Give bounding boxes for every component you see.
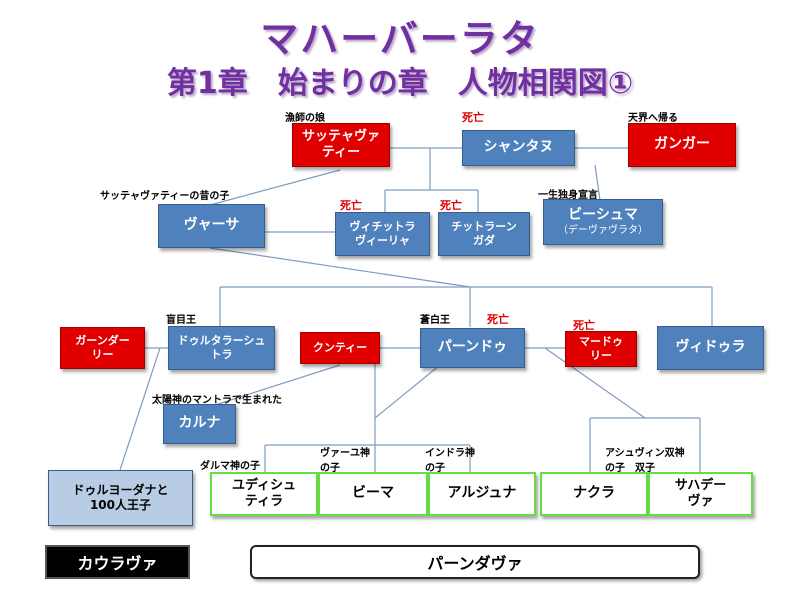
line-madri-twins (544, 347, 646, 419)
person-dhritarashtra-label: ドゥルタラーシュ トラ (177, 334, 266, 361)
person-duryodhana-label: ドゥルヨーダナと 100人王子 (72, 483, 169, 512)
person-ganga-label: ガンガー (654, 136, 710, 153)
person-kunti[interactable]: クンティー (300, 332, 380, 364)
label-heaven-return: 天界へ帰る (628, 113, 678, 124)
person-sahadeva-label: サハデー ヴァ (674, 477, 727, 509)
page-title: マハーバーラタ (260, 17, 540, 61)
dead-label-madri: 死亡 (573, 319, 595, 332)
line-vyasa-children (209, 247, 471, 288)
person-bhishma-alias: （デーヴァヴラタ） (558, 224, 648, 236)
person-dhritarashtra[interactable]: ドゥルタラーシュ トラ (168, 326, 275, 370)
person-ganga[interactable]: ガンガー (628, 123, 736, 167)
person-gandhari[interactable]: ガーンダー リー (60, 327, 145, 369)
label-celibacy: 一生独身宣言 (538, 190, 598, 201)
label-dharma-child: ダルマ神の子 (200, 461, 260, 472)
label-blind-king: 盲目王 (166, 315, 196, 326)
person-vyasa-label: ヴャーサ (183, 217, 240, 234)
group-pandava: パーンダヴァ (250, 545, 700, 579)
dead-label-vichitravirya: 死亡 (340, 199, 362, 212)
person-shantanu[interactable]: シャンタヌ (462, 130, 575, 166)
line-kunti-karna (214, 364, 341, 406)
person-yudhishthira[interactable]: ユディシュ ティラ (210, 472, 318, 516)
person-bhima[interactable]: ビーマ (318, 472, 428, 516)
label-ashvin-child: アシュヴィン双神 の子 双子 (605, 448, 685, 474)
person-bhishma-label: ビーシュマ (568, 207, 638, 223)
person-bhishma[interactable]: ビーシュマ （デーヴァヴラタ） (543, 199, 663, 245)
person-chitrangada-label: チットラーン ガダ (451, 220, 517, 247)
line-pandu-bhima (374, 364, 441, 419)
person-pandu-label: パーンドゥ (437, 339, 508, 356)
dead-label-chitrangada: 死亡 (440, 199, 462, 212)
label-indra-child: インドラ神 の子 (425, 448, 475, 474)
person-nakula-label: ナクラ (573, 485, 615, 502)
line-shantanu-bhishma (594, 164, 601, 201)
person-vidura[interactable]: ヴィドゥラ (657, 326, 764, 370)
person-vichitravirya-label: ヴィチットラ ヴィーリャ (349, 220, 416, 247)
person-kunti-label: クンティー (312, 341, 368, 355)
person-madri-label: マードゥ リー (579, 335, 623, 362)
line-kaurava-drop (119, 347, 161, 471)
person-vyasa[interactable]: ヴャーサ (158, 204, 265, 248)
label-satyavati-child: サッテャヴァティーの昔の子 (100, 191, 230, 202)
person-duryodhana[interactable]: ドゥルヨーダナと 100人王子 (48, 470, 193, 526)
person-karna[interactable]: カルナ (163, 404, 236, 444)
person-arjuna-label: アルジュナ (447, 485, 517, 502)
person-pandu[interactable]: パーンドゥ (420, 328, 525, 368)
person-arjuna[interactable]: アルジュナ (428, 472, 536, 516)
person-gandhari-label: ガーンダー リー (75, 334, 130, 361)
label-sun-mantra: 太陽神のマントラで生まれた (152, 395, 282, 406)
person-madri[interactable]: マードゥ リー (565, 331, 637, 367)
label-fisher-daughter: 漁師の娘 (285, 113, 325, 124)
person-bhima-label: ビーマ (352, 485, 394, 502)
person-chitrangada[interactable]: チットラーン ガダ (438, 212, 530, 256)
person-yudhishthira-label: ユディシュ ティラ (231, 477, 297, 509)
person-satyavati-label: サッテャヴァ ティー (301, 128, 380, 160)
dead-label-pandu: 死亡 (487, 313, 509, 326)
person-nakula[interactable]: ナクラ (540, 472, 648, 516)
group-kaurava: カウラヴァ (45, 545, 190, 579)
person-karna-label: カルナ (178, 415, 221, 432)
person-satyavati[interactable]: サッテャヴァ ティー (292, 123, 390, 167)
line-satyavati-vyasa (209, 169, 341, 206)
person-shantanu-label: シャンタヌ (483, 139, 554, 156)
person-vichitravirya[interactable]: ヴィチットラ ヴィーリャ (335, 212, 430, 256)
dead-label-shantanu: 死亡 (462, 111, 484, 124)
page-subtitle: 第1章 始まりの章 人物相関図① (166, 66, 634, 101)
person-sahadeva[interactable]: サハデー ヴァ (648, 472, 753, 516)
person-vidura-label: ヴィドゥラ (675, 339, 746, 356)
label-pale-king: 蒼白王 (420, 315, 450, 326)
label-vayu-child: ヴァーユ神 の子 (320, 448, 370, 474)
